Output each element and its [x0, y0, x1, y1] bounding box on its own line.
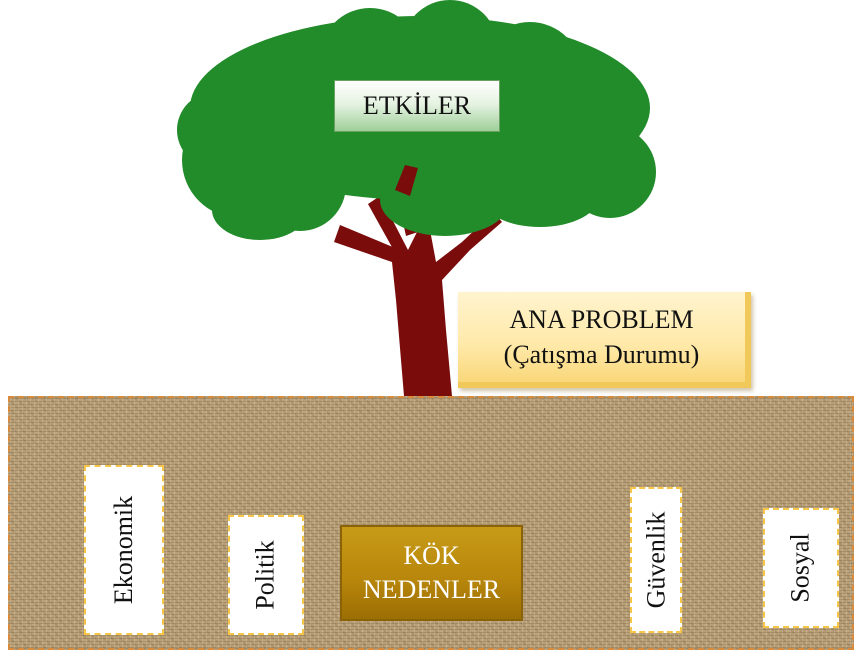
factor-political-label: Politik: [250, 540, 280, 610]
factor-economic: Ekonomik: [84, 465, 164, 635]
main-problem-title: ANA PROBLEM: [509, 304, 694, 334]
root-causes-line2: NEDENLER: [362, 575, 501, 604]
factor-social-label: Sosyal: [786, 533, 815, 603]
tree-branch-gaps: [395, 165, 418, 196]
root-causes-box: KÖK NEDENLER: [340, 525, 523, 621]
main-problem-subtitle: (Çatışma Durumu): [503, 340, 700, 369]
factor-security: Güvenlik: [630, 487, 682, 633]
factor-political: Politik: [228, 515, 304, 635]
effects-label: ETKİLER: [362, 91, 472, 120]
tree-foliage: [177, 0, 656, 240]
factor-economic-label: Ekonomik: [109, 495, 138, 605]
root-causes-line1: KÖK: [403, 541, 460, 571]
factor-security-label: Güvenlik: [641, 511, 671, 609]
main-problem-box: ANA PROBLEM (Çatışma Durumu): [458, 292, 751, 388]
factor-social: Sosyal: [763, 508, 839, 628]
effects-box: ETKİLER: [334, 80, 500, 132]
